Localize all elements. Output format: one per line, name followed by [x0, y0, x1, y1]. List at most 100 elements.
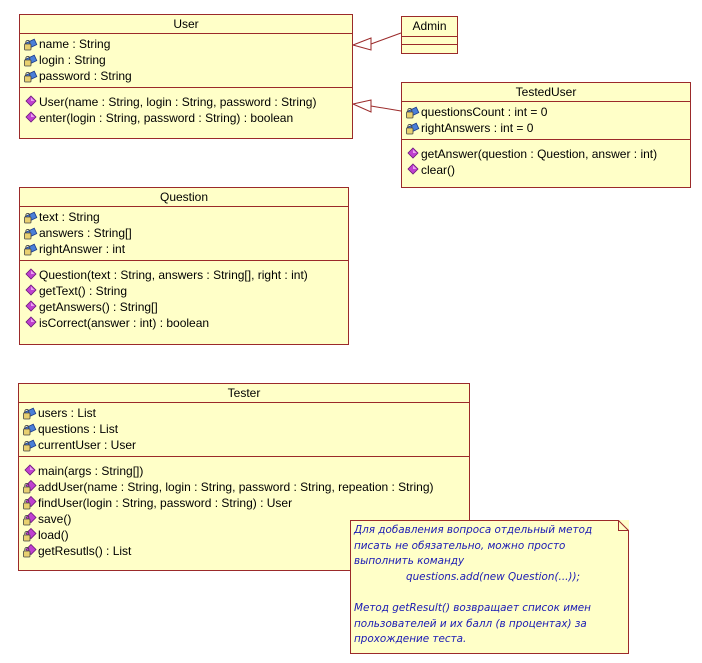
operation-text: getAnswers() : String[] [39, 300, 158, 314]
operations-compartment [402, 44, 457, 52]
operation-row[interactable]: Question(text : String, answers : String… [23, 267, 348, 283]
private-attribute-lock-icon [405, 104, 421, 120]
attribute-text: currentUser : User [38, 438, 137, 452]
attributes-compartment: users : List questions : List currentUse… [19, 403, 469, 456]
uml-note[interactable]: Для добавления вопроса отдельный метод п… [350, 520, 629, 654]
class-admin[interactable]: Admin [401, 16, 458, 54]
note-line: писать не обязательно, можно просто [354, 539, 566, 552]
attribute-row[interactable]: questions : List [22, 421, 469, 437]
public-operation-icon [405, 162, 421, 178]
attribute-row[interactable]: users : List [22, 405, 469, 421]
attribute-text: rightAnswer : int [39, 242, 126, 256]
attribute-row[interactable]: password : String [23, 68, 352, 84]
private-attribute-lock-icon [405, 120, 421, 136]
class-testeduser[interactable]: TestedUser questionsCount : int = 0 righ… [401, 82, 691, 188]
generalization-admin-user [351, 32, 402, 51]
attribute-text: password : String [39, 69, 132, 83]
private-operation-lock-icon [22, 527, 38, 543]
operation-row[interactable]: main(args : String[]) [22, 463, 469, 479]
operation-row[interactable]: addUser(name : String, login : String, p… [22, 479, 469, 495]
attribute-text: questionsCount : int = 0 [421, 105, 548, 119]
attributes-compartment: questionsCount : int = 0 rightAnswers : … [402, 102, 690, 139]
operations-compartment: getAnswer(question : Question, answer : … [402, 139, 690, 181]
public-operation-icon [23, 110, 39, 126]
public-operation-icon [23, 299, 39, 315]
public-operation-icon [23, 283, 39, 299]
class-title: TestedUser [402, 83, 690, 102]
operation-row[interactable]: getResutls() : List [22, 543, 469, 559]
attribute-text: login : String [39, 53, 106, 67]
operation-text: save() [38, 512, 72, 526]
operation-row[interactable]: save() [22, 511, 469, 527]
operation-row[interactable]: load() [22, 527, 469, 543]
class-question[interactable]: Question text : String answers : String[… [19, 187, 349, 345]
attribute-row[interactable]: questionsCount : int = 0 [405, 104, 690, 120]
operation-text: Question(text : String, answers : String… [39, 268, 308, 282]
private-attribute-lock-icon [23, 52, 39, 68]
note-frame [350, 520, 629, 654]
private-operation-lock-icon [22, 511, 38, 527]
generalization-testeduser-user [351, 99, 402, 113]
public-operation-icon [23, 267, 39, 283]
attribute-row[interactable]: rightAnswers : int = 0 [405, 120, 690, 136]
attribute-row[interactable]: name : String [23, 36, 352, 52]
attribute-row[interactable]: rightAnswer : int [23, 241, 348, 257]
attribute-row[interactable]: login : String [23, 52, 352, 68]
class-title: User [20, 15, 352, 34]
operation-row[interactable]: getAnswers() : String[] [23, 299, 348, 315]
operations-compartment: main(args : String[]) addUser(name : Str… [19, 456, 469, 562]
public-operation-icon [405, 146, 421, 162]
operation-row[interactable]: User(name : String, login : String, pass… [23, 94, 352, 110]
class-user[interactable]: User name : String login : String passwo… [19, 14, 353, 139]
attributes-compartment [402, 37, 457, 44]
operation-text: load() [38, 528, 69, 542]
private-attribute-lock-icon [23, 68, 39, 84]
note-line: прохождение теста. [354, 633, 467, 646]
private-operation-lock-icon [22, 543, 38, 559]
operation-text: getAnswer(question : Question, answer : … [421, 147, 658, 161]
note-line: Метод getResult() возвращает список имен [354, 601, 591, 614]
attributes-compartment: text : String answers : String[] rightAn… [20, 207, 348, 260]
operation-text: getResutls() : List [38, 544, 132, 558]
note-code-line: questions.add(new Question(...)); [406, 570, 581, 583]
attribute-text: answers : String[] [39, 226, 132, 240]
private-operation-lock-icon [22, 495, 38, 511]
operation-text: clear() [421, 163, 456, 177]
operation-text: main(args : String[]) [38, 464, 144, 478]
class-title: Question [20, 188, 348, 207]
private-attribute-lock-icon [23, 241, 39, 257]
private-attribute-lock-icon [22, 421, 38, 437]
private-attribute-lock-icon [22, 405, 38, 421]
operation-row[interactable]: getAnswer(question : Question, answer : … [405, 146, 690, 162]
operation-row[interactable]: enter(login : String, password : String)… [23, 110, 352, 126]
note-line: Для добавления вопроса отдельный метод [354, 524, 593, 536]
attribute-row[interactable]: answers : String[] [23, 225, 348, 241]
operation-row[interactable]: findUser(login : String, password : Stri… [22, 495, 469, 511]
attributes-compartment: name : String login : String password : … [20, 34, 352, 87]
note-line: выполнить команду [354, 555, 465, 568]
public-operation-icon [23, 315, 39, 331]
operation-row[interactable]: getText() : String [23, 283, 348, 299]
attribute-text: text : String [39, 210, 100, 224]
attribute-text: questions : List [38, 422, 119, 436]
private-attribute-lock-icon [22, 437, 38, 453]
note-line: пользователей и их балл (в процентах) за [354, 617, 587, 630]
private-attribute-lock-icon [23, 225, 39, 241]
operation-text: enter(login : String, password : String)… [39, 111, 294, 125]
attribute-text: name : String [39, 37, 111, 51]
operation-text: isCorrect(answer : int) : boolean [39, 316, 210, 330]
operations-compartment: Question(text : String, answers : String… [20, 260, 348, 334]
operations-compartment: User(name : String, login : String, pass… [20, 87, 352, 129]
attribute-text: users : List [38, 406, 97, 420]
class-title: Tester [19, 384, 469, 403]
operation-text: getText() : String [39, 284, 128, 298]
attribute-row[interactable]: currentUser : User [22, 437, 469, 453]
public-operation-icon [23, 94, 39, 110]
class-title: Admin [402, 17, 457, 37]
operation-row[interactable]: isCorrect(answer : int) : boolean [23, 315, 348, 331]
operation-text: User(name : String, login : String, pass… [39, 95, 317, 109]
private-operation-lock-icon [22, 479, 38, 495]
attribute-row[interactable]: text : String [23, 209, 348, 225]
operation-row[interactable]: clear() [405, 162, 690, 178]
note-blank-line [354, 585, 623, 601]
